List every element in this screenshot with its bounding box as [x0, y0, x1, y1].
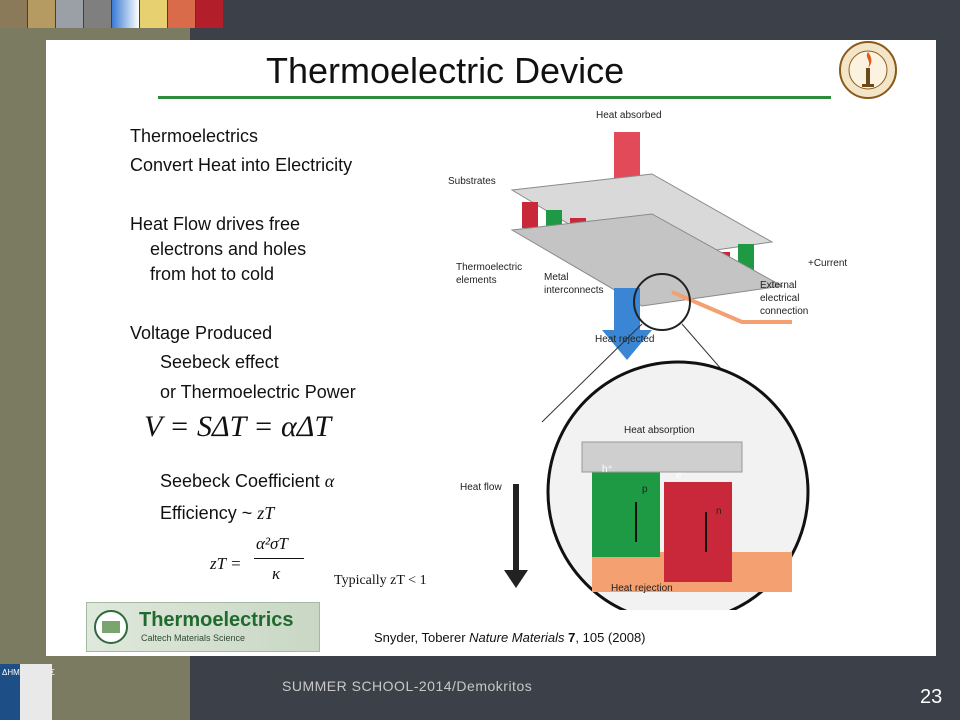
democritus-bust-image	[20, 664, 52, 720]
label-metal-interconnects-line2: interconnects	[544, 285, 604, 296]
zt-formula-lhs: zT =	[210, 554, 242, 573]
zt-symbol: zT	[257, 503, 275, 523]
label-heat-absorbed: Heat absorbed	[596, 110, 662, 121]
label-external-line2: electrical	[760, 293, 800, 304]
zoom-line-left	[541, 323, 643, 423]
title-underline	[158, 96, 831, 99]
demokritos-badge	[0, 664, 20, 720]
label-thermoelectric-elements: Thermoelectric	[456, 262, 523, 273]
label-heat-rejection: Heat rejection	[611, 583, 673, 594]
alpha-symbol: α	[324, 471, 335, 491]
zt-denominator: κ	[272, 564, 281, 583]
fraction-bar	[254, 558, 304, 559]
thumbnail-image	[56, 0, 83, 28]
efficiency-label: Efficiency ~	[160, 503, 253, 523]
external-wire	[671, 290, 792, 324]
label-substrates: Substrates	[448, 176, 496, 187]
typically-note: Typically zT < 1	[334, 573, 427, 588]
label-heat-flow: Heat flow	[460, 482, 502, 493]
zt-numerator: α²σT	[256, 534, 288, 553]
bottom-substrate	[510, 213, 784, 307]
badge-text: ΔΗΜΟΚΡΙΤΟΣ	[2, 668, 55, 677]
label-electron: e⁻	[676, 470, 687, 481]
top-interconnect	[581, 441, 743, 473]
thumbnail-image	[112, 0, 139, 28]
citation-authors: Snyder, Toberer	[374, 630, 466, 645]
slide-title: Thermoelectric Device	[266, 50, 625, 91]
thermoelectrics-logo: Thermoelectrics Caltech Materials Scienc…	[86, 602, 320, 652]
seebeck-equation: V = SΔT = αΔT	[144, 410, 332, 443]
bullet-heat-flow-line2: electrons and holes	[150, 239, 307, 259]
bullet-thermoelectrics: Thermoelectrics	[130, 126, 259, 146]
bullet-heat-flow: Heat Flow drives free	[130, 214, 301, 234]
label-external-line3: connection	[760, 306, 809, 317]
bullet-seebeck-coefficient: Seebeck Coefficient α	[160, 471, 334, 492]
caltech-seal-icon	[839, 41, 897, 99]
thermoelectric-diagram	[504, 132, 810, 610]
magnifier-ring	[633, 273, 691, 331]
citation-journal: Nature Materials	[469, 630, 565, 645]
thumbnail-image	[168, 0, 195, 28]
page-number: 23	[920, 686, 943, 708]
p-leg	[592, 462, 660, 557]
label-thermoelectric-elements-line2: elements	[456, 275, 497, 286]
citation-volume: 7	[568, 630, 576, 645]
bullet-seebeck-effect: Seebeck effect	[160, 352, 279, 372]
bullet-convert: Convert Heat into Electricity	[130, 155, 353, 175]
heat-rejected-arrow	[602, 288, 652, 360]
slide-canvas: Thermoelectric Device Thermoelectrics Co…	[46, 40, 936, 656]
label-n: n	[716, 506, 722, 517]
label-current: +Current	[808, 258, 848, 269]
label-external: External	[760, 280, 797, 291]
bullet-thermoelectric-power: or Thermoelectric Power	[160, 382, 356, 402]
label-hole: h⁺	[602, 464, 613, 475]
label-p: p	[642, 484, 648, 495]
seebeck-coefficient-label: Seebeck Coefficient	[160, 471, 320, 491]
thumbnail-image	[196, 0, 223, 28]
footer-text: SUMMER SCHOOL-2014/Demokritos	[282, 678, 533, 694]
bullet-heat-flow-line3: from hot to cold	[150, 264, 275, 284]
heat-flow-arrowhead	[504, 570, 528, 588]
label-metal-interconnects: Metal	[544, 272, 569, 283]
bullet-voltage: Voltage Produced	[130, 323, 273, 343]
thumbnail-image	[0, 0, 27, 28]
logo-title: Thermoelectrics	[139, 609, 294, 631]
thumbnail-image	[84, 0, 111, 28]
citation: Snyder, Toberer Nature Materials 7, 105 …	[374, 630, 646, 645]
label-heat-absorption: Heat absorption	[624, 425, 695, 436]
logo-subtitle: Caltech Materials Science	[141, 633, 246, 643]
n-leg	[664, 482, 732, 582]
citation-rest: , 105 (2008)	[575, 630, 646, 645]
label-heat-rejected: Heat rejected	[595, 334, 655, 345]
logo-emblem-icon	[94, 610, 128, 644]
thumbnail-image	[140, 0, 167, 28]
bullet-efficiency: Efficiency ~ zT	[160, 503, 274, 524]
frame-top	[190, 0, 960, 40]
thumbnail-image	[28, 0, 55, 28]
thumbnail-strip	[0, 0, 224, 28]
